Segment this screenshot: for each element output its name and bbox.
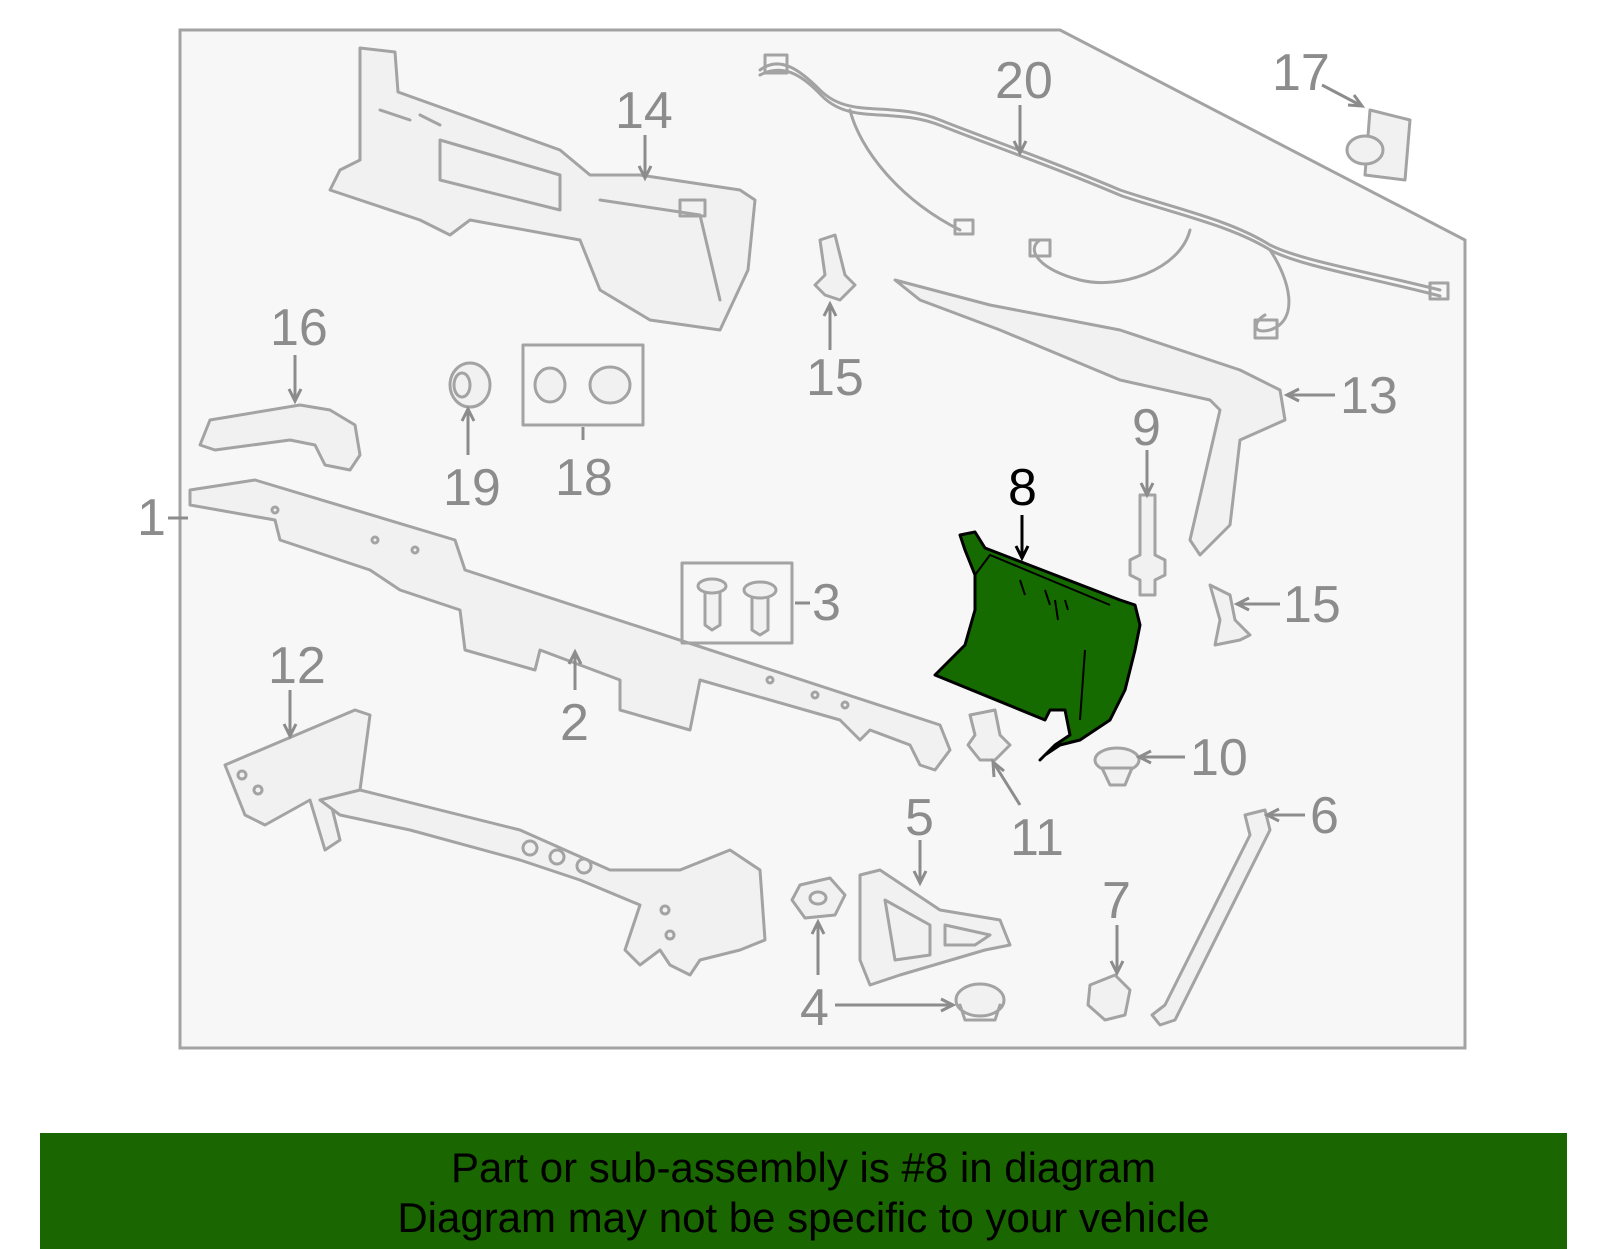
svg-text:15: 15 [1283,576,1341,634]
callout-9: 9 [1132,399,1161,499]
svg-text:10: 10 [1190,729,1248,787]
part-2-reinforcement[interactable] [188,478,952,772]
part-13-bracket[interactable] [893,278,1287,557]
part-4-nuts[interactable] [790,876,1006,1022]
part-3-rivets[interactable] [680,561,794,645]
part-16-bracket[interactable] [198,403,362,472]
callout-15-lower: 15 [1233,576,1341,634]
svg-text:3: 3 [812,574,841,632]
part-9-bolt[interactable] [1128,493,1167,597]
svg-text:8: 8 [1008,459,1037,517]
svg-text:11: 11 [1010,809,1064,867]
svg-text:19: 19 [443,459,501,517]
part-17-connector[interactable] [1345,108,1412,182]
callout-3: 3 [795,574,841,632]
callout-16: 16 [270,299,328,405]
part-11-clip[interactable] [966,708,1012,762]
callout-20: 20 [995,52,1053,157]
part-14-trim-panel[interactable] [328,46,757,332]
svg-text:4: 4 [800,979,829,1037]
svg-text:16: 16 [270,299,328,357]
svg-text:7: 7 [1102,872,1131,930]
svg-text:18: 18 [555,449,613,507]
callout-1: 1 [137,489,188,547]
callout-7: 7 [1102,872,1131,977]
callout-14: 14 [615,82,673,182]
banner-line-1: Part or sub-assembly is #8 in diagram [451,1144,1156,1191]
part-10-clip[interactable] [1093,746,1141,787]
callout-15-upper: 15 [806,300,864,407]
part-12-crossmember[interactable] [223,708,767,977]
diagram-panel [178,28,1467,1050]
part-19-grommet[interactable] [448,361,492,409]
part-18-bushings[interactable] [521,343,645,427]
callout-5: 5 [905,789,934,887]
callout-12: 12 [268,637,326,740]
part-7-nut[interactable] [1086,973,1132,1022]
svg-text:5: 5 [905,789,934,847]
part-15-push-pin-lower[interactable] [1208,583,1252,647]
svg-text:13: 13 [1340,367,1398,425]
callout-8: 8 [1008,459,1037,562]
callout-17: 17 [1272,44,1366,108]
svg-text:20: 20 [995,52,1053,110]
part-6-rod[interactable] [1150,808,1272,1027]
callout-2: 2 [560,648,589,752]
svg-text:2: 2 [560,694,589,752]
part-15-push-pin-upper[interactable] [813,233,857,302]
part-8-highlighted[interactable] [933,530,1142,762]
part-5-bracket[interactable] [858,868,1012,987]
banner-line-2: Diagram may not be specific to your vehi… [397,1194,1210,1241]
svg-text:14: 14 [615,82,673,140]
callout-11: 11 [991,758,1064,867]
callout-13: 13 [1283,367,1398,425]
svg-text:1: 1 [137,489,166,547]
svg-text:15: 15 [806,349,864,407]
callout-18: 18 [555,427,613,507]
callout-19: 19 [443,405,501,517]
svg-text:9: 9 [1132,399,1161,457]
svg-text:6: 6 [1310,787,1339,845]
svg-text:17: 17 [1272,44,1330,102]
svg-text:12: 12 [268,637,326,695]
callout-6: 6 [1263,787,1339,845]
info-banner: Part or sub-assembly is #8 in diagram Di… [40,1133,1567,1249]
callout-4: 4 [800,918,957,1037]
part-20-wiring-harness[interactable] [758,53,1450,340]
callout-10: 10 [1135,729,1248,787]
